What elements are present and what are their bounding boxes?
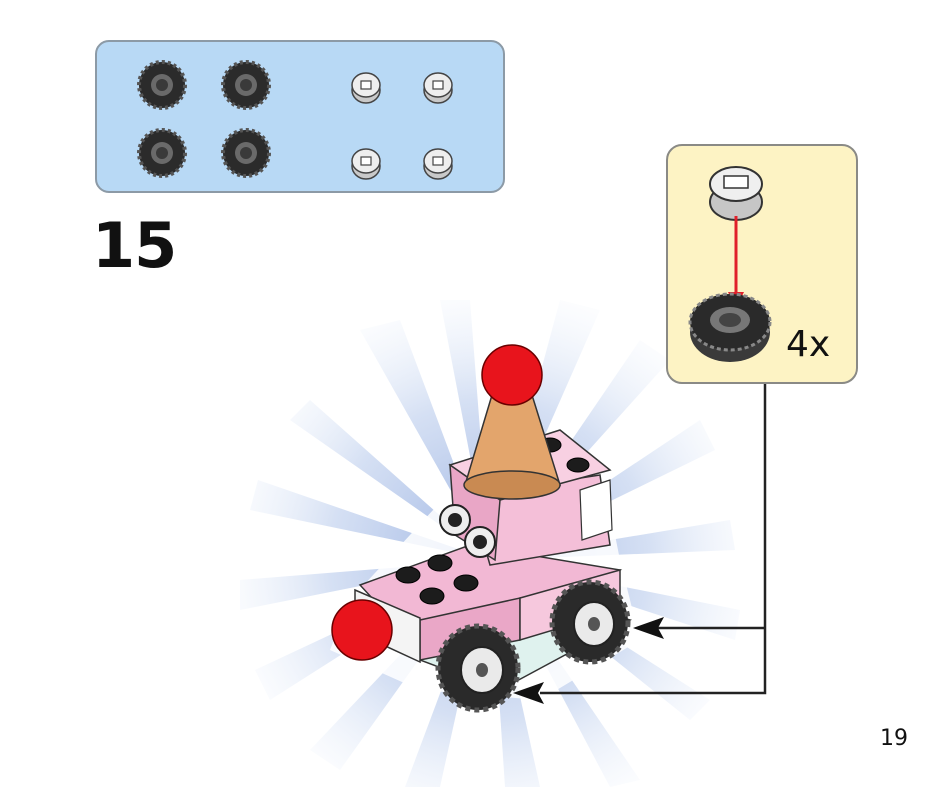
callout-graphic xyxy=(688,166,772,362)
page-number: 19 xyxy=(880,726,908,751)
parts-list-box xyxy=(95,40,505,193)
wheel-hub-icon xyxy=(709,166,763,221)
subassembly-callout xyxy=(666,144,858,384)
quantity-label: 4x xyxy=(786,324,831,365)
wheel-icon xyxy=(435,623,521,713)
red-knob-piece xyxy=(481,344,543,406)
arrow-head-icon xyxy=(513,682,544,704)
step-number: 15 xyxy=(92,209,177,282)
tire-icon xyxy=(688,292,772,362)
arrow-head-icon xyxy=(633,617,664,639)
headlight-icon xyxy=(439,504,496,558)
wheel-icon xyxy=(549,579,631,665)
red-knob-piece xyxy=(331,599,393,661)
